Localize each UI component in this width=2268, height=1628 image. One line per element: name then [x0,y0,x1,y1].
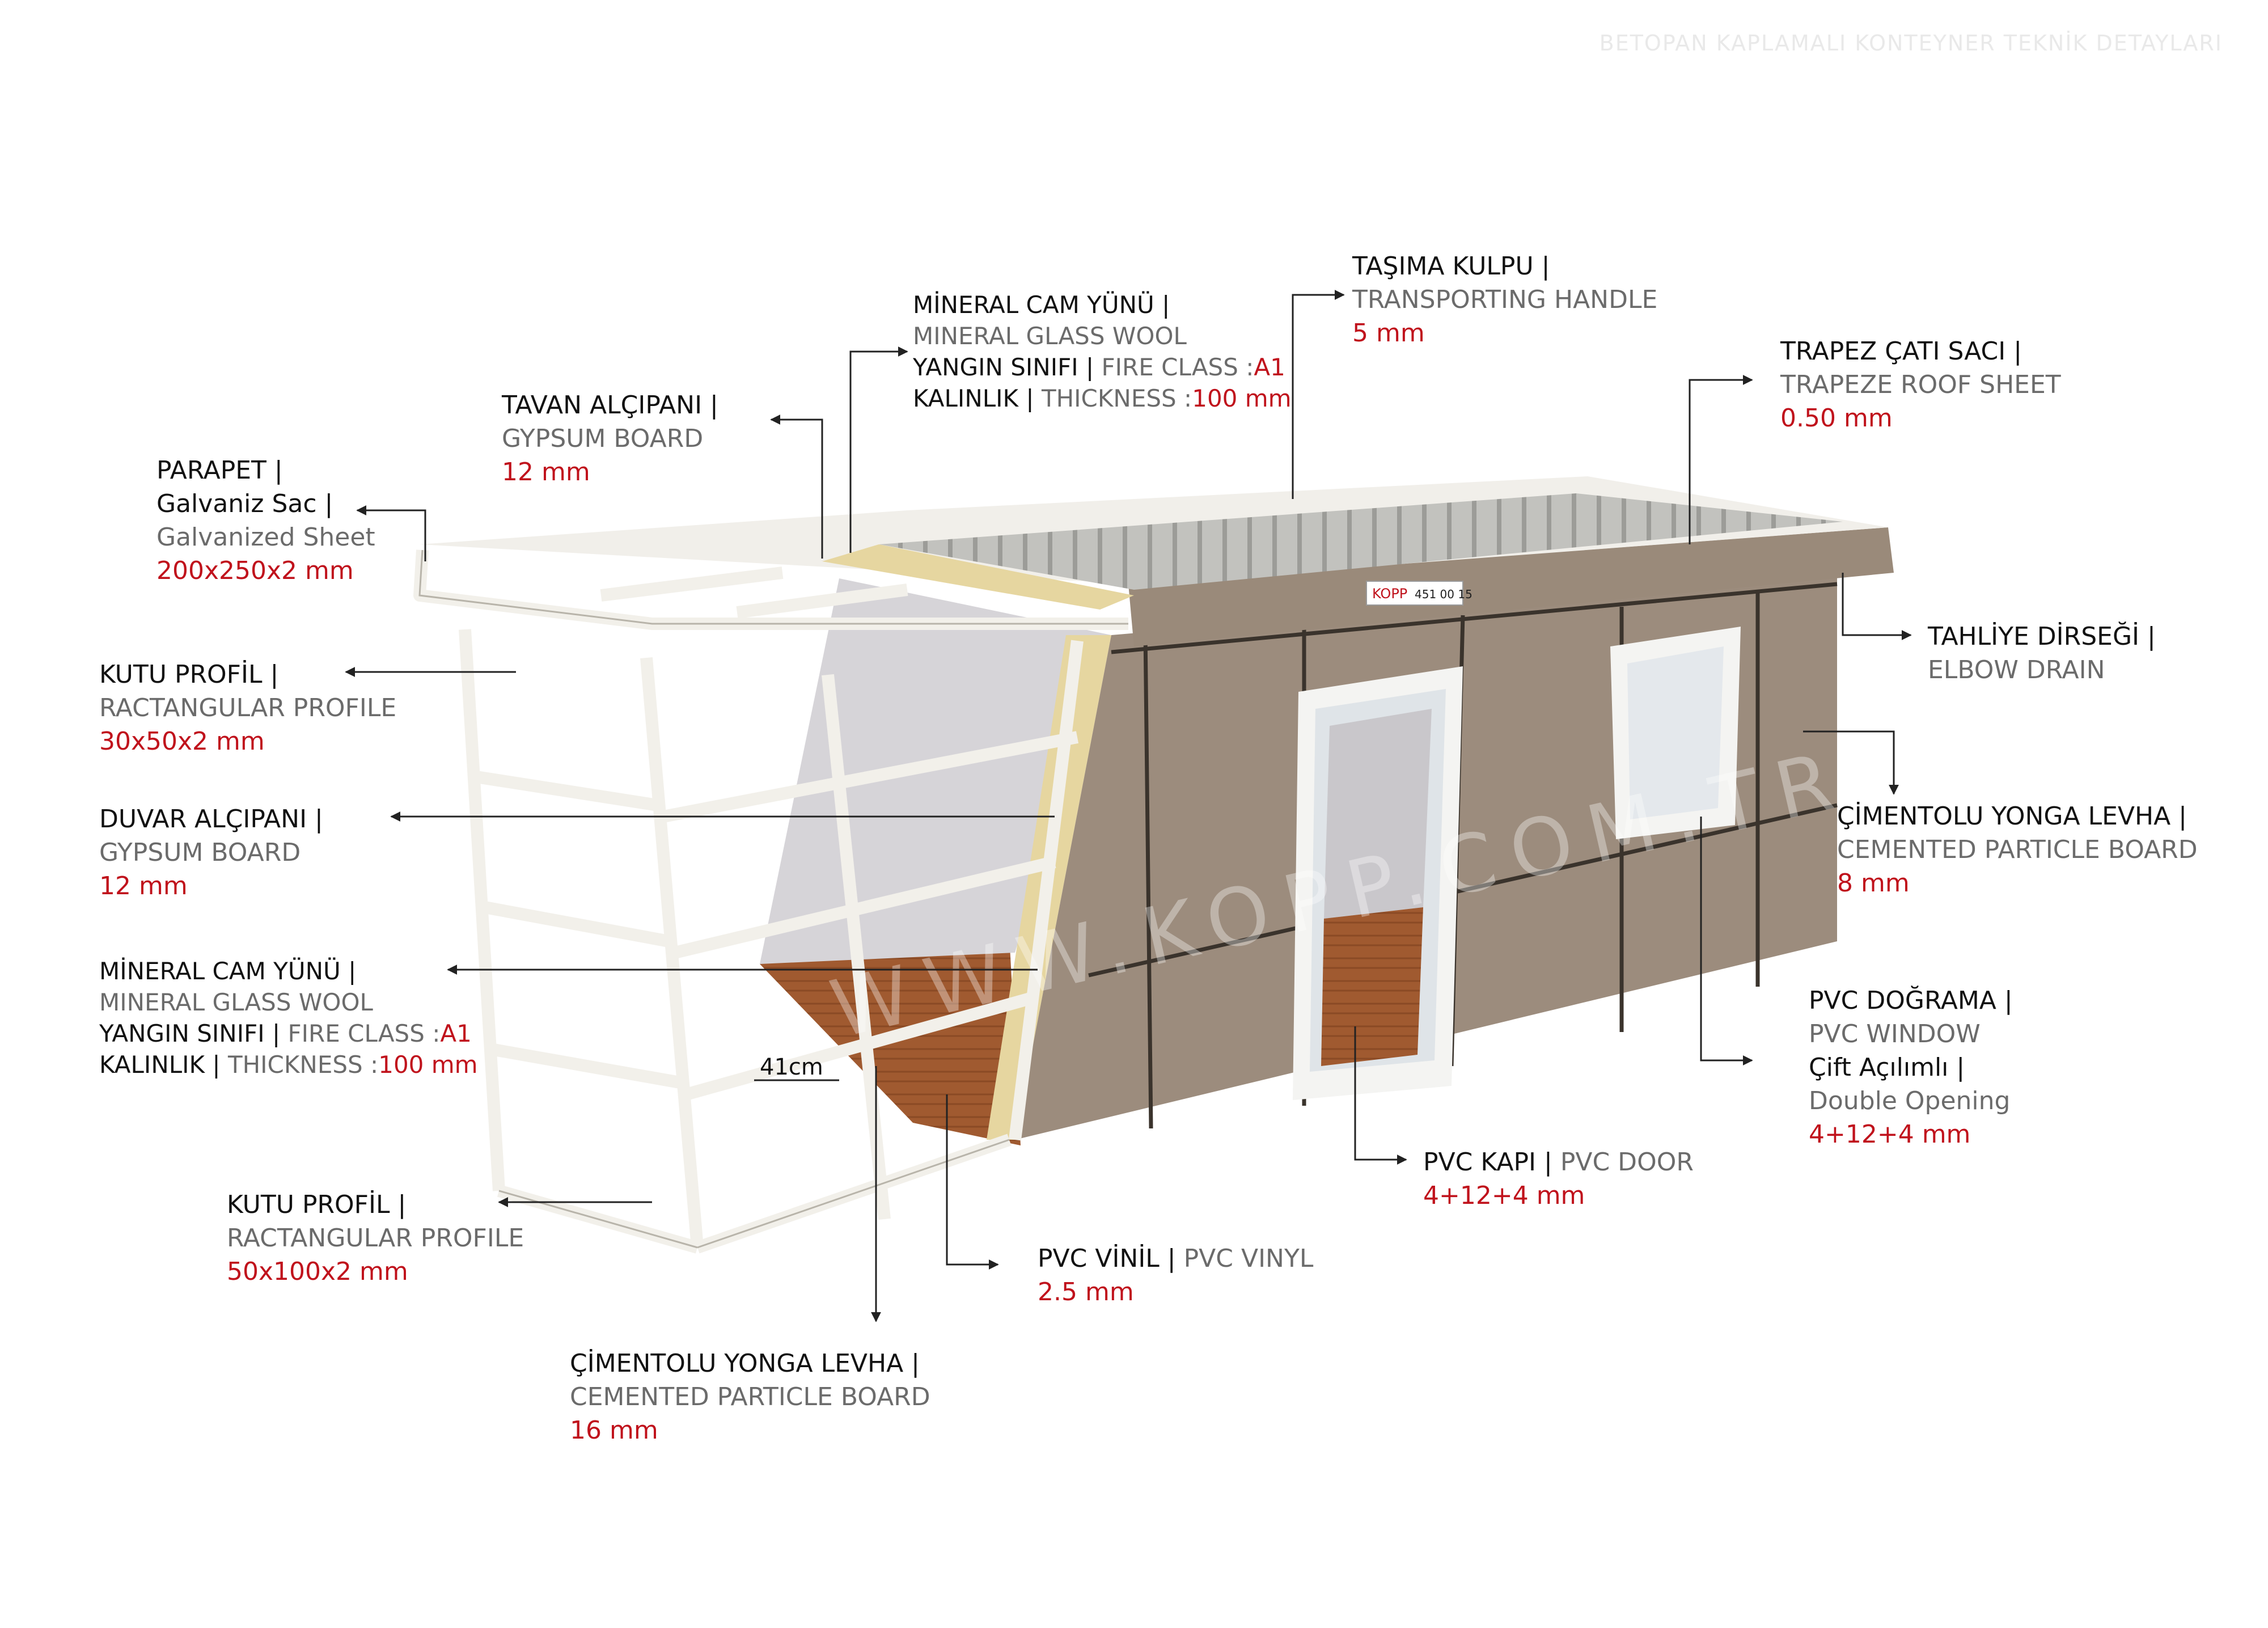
label-cement-bottom: ÇİMENTOLU YONGA LEVHA | CEMENTED PARTICL… [570,1347,930,1447]
kutu-top-val: 30x50x2 mm [99,727,265,756]
parapet-val: 200x250x2 mm [156,556,354,585]
label-tasima: TAŞIMA KULPU | TRANSPORTING HANDLE 5 mm [1352,250,1657,350]
trapez-tr: TRAPEZ ÇATI SACI | [1780,337,2022,366]
label-mineral-top: MİNERAL CAM YÜNÜ | MINERAL GLASS WOOL YA… [913,289,1292,414]
tasima-tr: TAŞIMA KULPU | [1352,252,1550,281]
pvc-window-tr: PVC DOĞRAMA | [1809,986,2013,1015]
cement-bottom-en: CEMENTED PARTICLE BOARD [570,1382,930,1411]
tasima-val: 5 mm [1352,319,1425,348]
mineral-left-thick-tr: KALINLIK | [99,1051,221,1079]
pvc-window-tr2: Çift Açılımlı | [1809,1053,1965,1082]
pvc-vinyl-val: 2.5 mm [1038,1278,1134,1306]
cement-right-tr: ÇİMENTOLU YONGA LEVHA | [1837,802,2187,831]
label-duvar: DUVAR ALÇIPANI | GYPSUM BOARD 12 mm [99,802,323,903]
pvc-door [1293,666,1463,1100]
cement-right-val: 8 mm [1837,869,1910,898]
parapet-en: Galvanized Sheet [156,523,375,552]
mineral-top-fire-val: A1 [1254,353,1285,381]
roof-slab [1128,527,1894,646]
mineral-left-fire-val: A1 [440,1020,472,1047]
duvar-en: GYPSUM BOARD [99,838,301,867]
dimension-label: 41cm [760,1054,823,1080]
pvc-window-en: PVC WINDOW [1809,1020,1981,1048]
roof-insulation [822,544,1134,610]
steel-frame-outline [418,549,1128,1249]
label-parapet: PARAPET | Galvaniz Sac | Galvanized Shee… [156,454,375,587]
trapez-val: 0.50 mm [1780,404,1893,433]
trapez-en: TRAPEZE ROOF SHEET [1780,370,2061,399]
mineral-left-thick-val: 100 mm [378,1051,478,1079]
pvc-door-val: 4+12+4 mm [1423,1181,1585,1210]
label-cement-right: ÇİMENTOLU YONGA LEVHA | CEMENTED PARTICL… [1837,800,2198,900]
kutu-bottom-val: 50x100x2 mm [227,1257,408,1286]
kutu-top-en: RACTANGULAR PROFILE [99,694,397,722]
brand-logo: KOPP [1372,586,1407,602]
tasima-en: TRANSPORTING HANDLE [1352,285,1658,314]
label-trapez: TRAPEZ ÇATI SACI | TRAPEZE ROOF SHEET 0.… [1780,335,2061,435]
mineral-left-en: MINERAL GLASS WOOL [99,988,373,1016]
label-kutu-top: KUTU PROFİL | RACTANGULAR PROFILE 30x50x… [99,658,396,758]
duvar-tr: DUVAR ALÇIPANI | [99,805,323,834]
brand-phone: 451 00 15 [1415,587,1472,601]
trapeze-roof-sheet [879,493,1843,590]
brand-plate [1366,581,1463,606]
tavan-en: GYPSUM BOARD [502,424,704,453]
label-kutu-bottom: KUTU PROFİL | RACTANGULAR PROFILE 50x100… [227,1188,524,1288]
mineral-top-en: MINERAL GLASS WOOL [913,322,1187,350]
cement-bottom-val: 16 mm [570,1416,658,1445]
label-tavan: TAVAN ALÇIPANI | GYPSUM BOARD 12 mm [502,388,718,489]
label-pvc-door: PVC KAPI | PVC DOOR 4+12+4 mm [1423,1145,1694,1212]
pvc-window-val: 4+12+4 mm [1809,1120,1971,1149]
page-title: BETOPAN KAPLAMALI KONTEYNER TEKNİK DETAY… [1599,31,2223,56]
mineral-left-fire-en: FIRE CLASS : [287,1020,441,1047]
kutu-bottom-en: RACTANGULAR PROFILE [227,1224,524,1253]
label-mineral-left: MİNERAL CAM YÜNÜ | MINERAL GLASS WOOL YA… [99,955,478,1080]
mineral-top-thick-en: THICKNESS : [1041,384,1192,412]
mineral-top-tr: MİNERAL CAM YÜNÜ | [913,291,1170,319]
label-tahliye: TAHLİYE DİRSEĞİ | ELBOW DRAIN [1928,620,2156,687]
mineral-top-fire-tr: YANGIN SINIFI | [913,353,1094,381]
mineral-left-tr: MİNERAL CAM YÜNÜ | [99,957,357,985]
tahliye-en: ELBOW DRAIN [1928,656,2105,684]
cement-right-en: CEMENTED PARTICLE BOARD [1837,835,2198,864]
parapet-tr2: Galvaniz Sac | [156,489,333,518]
tahliye-tr: TAHLİYE DİRSEĞİ | [1928,622,2156,651]
tavan-tr: TAVAN ALÇIPANI | [502,391,718,420]
pvc-vinyl-en: PVC VINYL [1183,1244,1314,1273]
duvar-val: 12 mm [99,872,188,900]
mineral-left-fire-tr: YANGIN SINIFI | [99,1020,281,1047]
mineral-top-thick-val: 100 mm [1192,384,1292,412]
label-pvc-vinyl: PVC VİNİL | PVC VINYL 2.5 mm [1038,1242,1313,1309]
kutu-bottom-tr: KUTU PROFİL | [227,1190,407,1219]
cement-bottom-tr: ÇİMENTOLU YONGA LEVHA | [570,1349,920,1378]
tavan-val: 12 mm [502,458,590,487]
mineral-top-thick-tr: KALINLIK | [913,384,1034,412]
mineral-top-fire-en: FIRE CLASS : [1101,353,1254,381]
pvc-window-en2: Double Opening [1809,1086,2011,1115]
pvc-door-tr: PVC KAPI | [1423,1148,1552,1177]
label-pvc-window: PVC DOĞRAMA | PVC WINDOW Çift Açılımlı |… [1809,984,2013,1151]
pvc-door-en: PVC DOOR [1560,1148,1694,1177]
mineral-left-thick-en: THICKNESS : [227,1051,379,1079]
parapet-tr: PARAPET | [156,456,283,485]
leader-lines [345,290,1912,1322]
pvc-vinyl-tr: PVC VİNİL | [1038,1244,1176,1273]
pvc-window [1610,627,1741,839]
kutu-top-tr: KUTU PROFİL | [99,660,279,689]
